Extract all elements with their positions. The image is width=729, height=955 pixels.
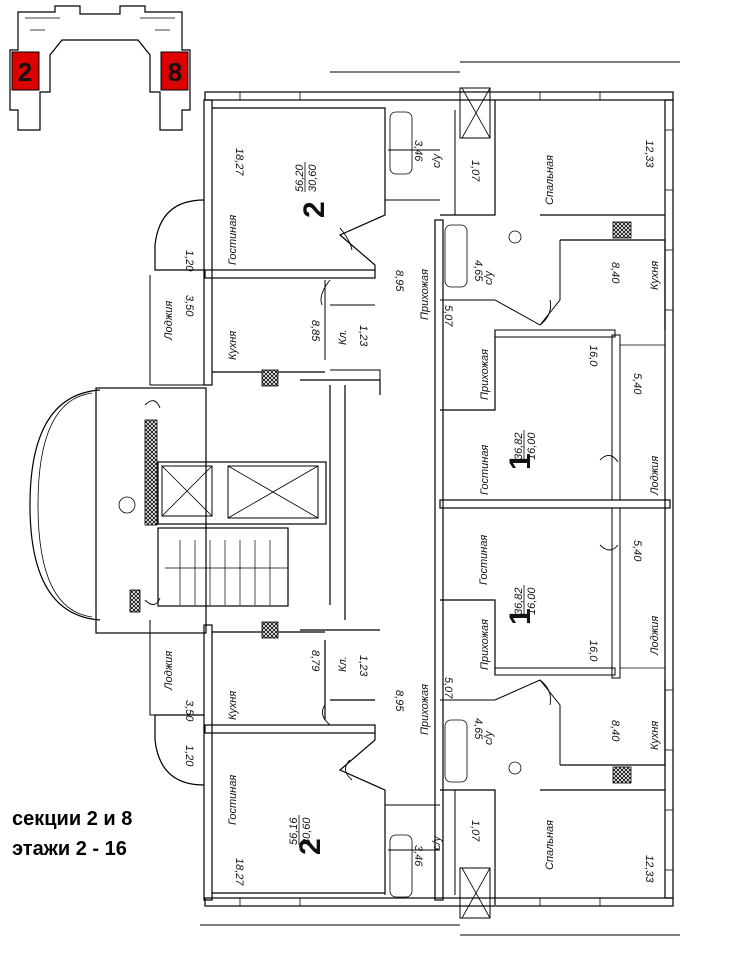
area-bl-loggia-b: 3,50 [183,700,195,722]
label-tl-living: Гостиная [227,215,239,265]
area-bl-bath: 3,46 [412,845,424,867]
apt-tl-total: 56,20 [294,164,306,192]
label-mt-hall: Прихожая [479,349,491,400]
label-mb-living: Гостиная [478,535,490,585]
apt-mb-rooms: 1 [504,608,537,625]
apartment-tags: 2 56,20 30,60 1 36,82 16,00 1 36,82 16,0… [288,162,538,855]
area-bl-wc: 1,07 [469,820,481,842]
label-bl-hall: Прихожая [419,684,431,735]
label-bl-loggia: Лоджия [163,651,175,691]
key-section-left-label: 2 [18,57,32,87]
walls [29,61,680,936]
label-mt-loggia: Лоджия [649,456,661,496]
area-tr-kitchen: 8,40 [609,262,621,284]
area-bl-kitchen: 8,79 [309,650,321,671]
area-bl-hall: 8,95 [393,690,405,712]
apt-mb-living: 16,00 [526,587,538,615]
label-mt-living: Гостиная [479,445,491,495]
key-section-right[interactable] [160,51,189,91]
key-section-left[interactable] [11,51,40,91]
label-mb-hall: Прихожая [479,619,491,670]
label-br-bedroom: Спальная [544,820,556,870]
apt-tl-rooms: 2 [298,201,331,218]
apt-mt-living: 16,00 [526,432,538,460]
label-tr-kitchen: Кухня [649,261,661,290]
area-br-bath: 4,65 [472,718,484,740]
area-tr-bedroom: 12,33 [643,140,655,168]
caption-floors: этажи 2 - 16 [12,838,127,860]
area-tl-bath: 3,46 [412,140,424,162]
apt-bl-living: 30,60 [301,817,313,845]
label-tr-bedroom: Спальная [544,155,556,205]
area-tl-pantry: 1,23 [357,325,369,347]
area-mb-living: 16,0 [587,640,599,662]
area-mb-hall: 5,07 [442,677,454,699]
label-tl-loggia: Лоджия [163,301,175,341]
label-bl-kitchen: Кухня [227,691,239,720]
area-bl-loggia-a: 1,20 [183,745,195,767]
label-br-kitchen: Кухня [649,721,661,750]
apt-mt-rooms: 1 [504,453,537,470]
label-bl-living: Гостиная [227,775,239,825]
area-bl-pantry: 1,23 [357,655,369,677]
key-section-right-label: 8 [168,57,182,87]
apt-tl-living: 30,60 [307,164,319,192]
label-tl-kitchen: Кухня [227,331,239,360]
label-bl-pantry: Кл. [337,656,349,672]
room-labels: Гостиная 18,27 Лоджия 1,20 3,50 Кухня 8,… [163,140,661,886]
label-tl-hall: Прихожая [419,269,431,320]
area-tl-kitchen: 8,85 [309,320,321,342]
area-tl-living: 18,27 [233,148,245,176]
label-tl-pantry: Кл. [337,329,349,345]
label-tr-bath: с/у [483,269,495,285]
apt-bl-total: 56,16 [288,817,300,845]
area-tl-wc: 1,07 [469,160,481,182]
apt-bl-rooms: 2 [294,838,327,855]
label-tl-bath: с/у [431,152,443,168]
area-br-bedroom: 12,33 [643,855,655,883]
apt-mb-total: 36,82 [513,587,525,615]
apt-mt-total: 36,82 [513,432,525,460]
area-tl-loggia-a: 1,20 [183,250,195,272]
area-br-kitchen: 8,40 [609,720,621,742]
area-bl-living: 18,27 [233,858,245,886]
area-tl-loggia-b: 3,50 [183,295,195,317]
area-mt-loggia: 5,40 [631,373,643,395]
area-tl-hall: 8,95 [393,270,405,292]
area-tr-hall: 5,07 [442,305,454,327]
area-mb-loggia: 5,40 [631,540,643,562]
label-br-bath: с/у [483,729,495,745]
area-mt-living: 16,0 [587,345,599,367]
caption-sections: секции 2 и 8 [12,808,133,830]
label-mb-loggia: Лоджия [649,616,661,656]
area-tr-bath: 4,65 [472,260,484,282]
key-plan: 2 8 [9,5,191,131]
label-bl-bath: с/у [431,834,443,850]
